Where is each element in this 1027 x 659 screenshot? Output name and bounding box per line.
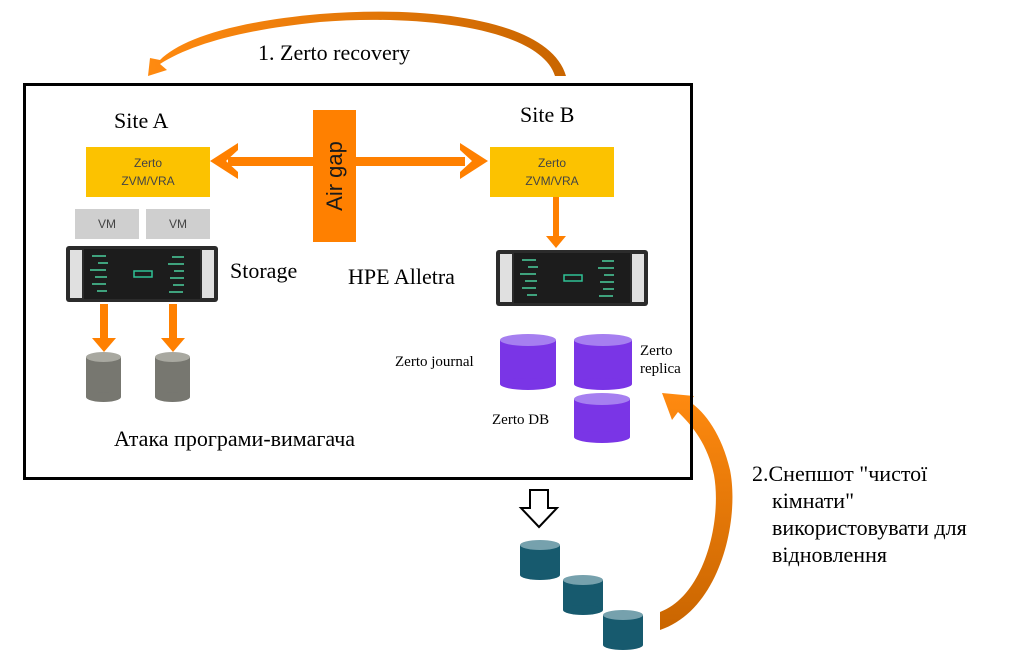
- zerto-box-site-a: Zerto ZVM/VRA: [86, 147, 210, 197]
- storage-rack-site-b: [496, 250, 648, 306]
- gray-disk-1: [86, 352, 121, 402]
- gray-disk-2: [155, 352, 190, 402]
- step2-label: 2.Снепшот "чистої кімнати" використовува…: [752, 460, 967, 568]
- zerto-journal-disk: [500, 334, 556, 390]
- down-arrow-disk-1: [92, 304, 116, 352]
- snapshot-disk-3: [603, 610, 643, 650]
- zerto-box-line1: Zerto: [133, 156, 162, 170]
- air-gap-label: Air gap: [321, 141, 347, 211]
- zerto-box-line2: ZVM/VRA: [525, 174, 579, 188]
- snapshot-disk-2: [563, 575, 603, 615]
- system-frame: [23, 83, 693, 480]
- restore-arc-arrow: [660, 393, 733, 630]
- vm-box-2: VM: [146, 209, 210, 239]
- hpe-alletra-label: HPE Alletra: [348, 264, 455, 289]
- zerto-db-label: Zerto DB: [492, 412, 550, 428]
- down-arrow-site-b: [546, 197, 566, 248]
- zerto-journal-label: Zerto journal: [395, 354, 474, 370]
- vm-box-1: VM: [75, 209, 139, 239]
- step2-line2: кімнати": [772, 488, 855, 513]
- snapshot-hollow-arrow: [518, 489, 560, 529]
- left-replication-arrow: [210, 143, 314, 179]
- site-b-title: Site B: [520, 102, 575, 127]
- step1-label: 1. Zerto recovery: [258, 40, 411, 65]
- storage-label: Storage: [230, 258, 298, 283]
- zerto-box-line2: ZVM/VRA: [121, 174, 175, 188]
- down-arrow-disk-2: [161, 304, 185, 352]
- air-gap-bar: Air gap: [313, 110, 356, 242]
- replica-line2: replica: [640, 361, 681, 377]
- replica-line1: Zerto: [640, 343, 673, 359]
- zerto-replica-label: Zerto replica: [640, 342, 681, 378]
- site-a-title: Site A: [114, 108, 169, 133]
- zerto-db-disk: [574, 393, 630, 443]
- zerto-box-line1: Zerto: [537, 156, 566, 170]
- step2-line1: 2.Снепшот "чистої: [752, 461, 928, 486]
- step2-line3: використовувати для: [772, 515, 967, 540]
- right-replication-arrow: [355, 143, 488, 179]
- storage-rack-site-a: [66, 246, 218, 302]
- snapshot-disk-1: [520, 540, 560, 580]
- zerto-box-site-b: Zerto ZVM/VRA: [490, 147, 614, 197]
- step2-line4: відновлення: [772, 542, 887, 567]
- ransomware-attack-label: Атака програми-вимагача: [114, 426, 356, 451]
- recovery-arc-arrow: [148, 11, 566, 76]
- zerto-replica-disk: [574, 334, 632, 390]
